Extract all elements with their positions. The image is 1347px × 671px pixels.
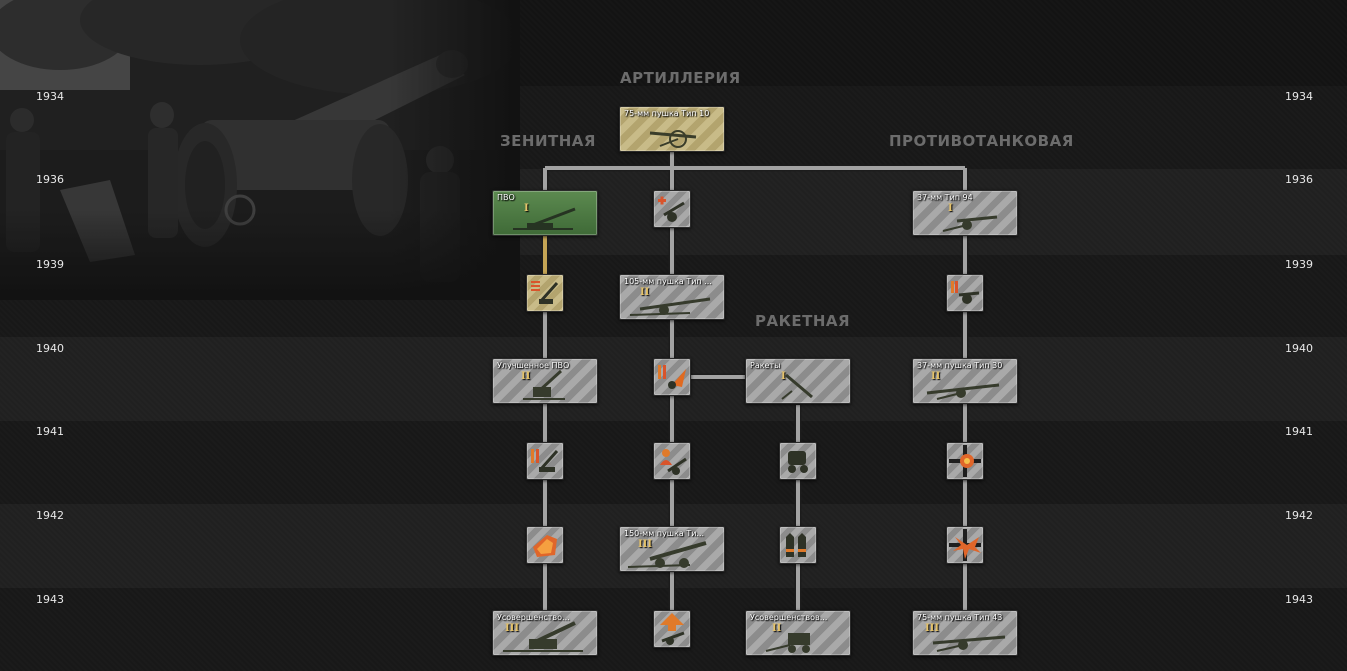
tech-level: III	[925, 623, 940, 634]
tech-name: ПВО	[497, 193, 515, 202]
tech-105mm[interactable]: 105-мм пушка Тип ... II	[619, 274, 725, 320]
year-label: 1936	[36, 173, 64, 186]
year-label: 1942	[36, 509, 64, 522]
upgrade-at-impact-1942[interactable]	[946, 526, 984, 564]
rocket-launcher-icon	[765, 633, 810, 653]
tech-level: II	[931, 371, 941, 382]
howitzer-icon	[627, 541, 707, 568]
upgrade-at-ammo-1939[interactable]	[946, 274, 984, 312]
tech-level: II	[772, 623, 782, 634]
year-label: 1939	[36, 258, 64, 271]
tech-improved-pvo[interactable]: Улучшенное ПВО II	[492, 358, 598, 404]
upgrade-art-ammo-1940[interactable]	[653, 358, 691, 396]
year-label: 1943	[36, 593, 64, 606]
year-label: 1940	[36, 342, 64, 355]
category-antitank: ПРОТИВОТАНКОВАЯ	[889, 132, 1074, 150]
tech-level: I	[948, 203, 953, 214]
tech-level: I	[781, 371, 786, 382]
tech-75mm-type10[interactable]: 75-мм пушка Тип 10	[619, 106, 725, 152]
tech-name: Усовершенство...	[497, 613, 570, 622]
tech-name: 105-мм пушка Тип ...	[624, 277, 712, 286]
tech-name: Усовершенствов...	[750, 613, 828, 622]
upgrade-aa-fire-1942[interactable]	[526, 526, 564, 564]
aa-gun-icon	[523, 369, 565, 400]
year-label: 1941	[1285, 425, 1313, 438]
year-label: 1939	[1285, 258, 1313, 271]
upgrade-art-crew-1941[interactable]	[653, 442, 691, 480]
tech-75mm-type43[interactable]: 75-мм пушка Тип 43 III	[912, 610, 1018, 656]
tech-level: II	[640, 287, 650, 298]
tech-level: I	[524, 203, 529, 214]
upgrade-at-shell-1941[interactable]	[946, 442, 984, 480]
year-label: 1934	[36, 90, 64, 103]
ammo-aa-gun-icon	[531, 281, 559, 304]
plus-gun-icon	[658, 196, 685, 222]
tech-name: 37-мм Тип 94	[917, 193, 973, 202]
tech-rockets[interactable]: Ракеты I	[745, 358, 851, 404]
tech-name: Улучшенное ПВО	[497, 361, 570, 370]
crew-gun-icon	[660, 449, 687, 475]
tech-150mm[interactable]: 150-мм пушка Ти... III	[619, 526, 725, 572]
ammo-at-gun-icon	[951, 281, 980, 304]
rocket-launcher-icon	[781, 373, 813, 400]
tech-name: 37-мм пушка Тип 30	[917, 361, 1003, 370]
at-gun-icon	[942, 215, 998, 232]
aa-gun-icon	[513, 207, 576, 230]
tech-level: III	[505, 623, 520, 634]
category-rocket: РАКЕТНАЯ	[755, 312, 851, 330]
upgrade-aa-ammo-1941[interactable]	[526, 442, 564, 480]
tech-37mm-type30[interactable]: 37-мм пушка Тип 30 II	[912, 358, 1018, 404]
tech-37mm-type94[interactable]: 37-мм Тип 94 I	[912, 190, 1018, 236]
tech-level: III	[638, 539, 653, 550]
field-gun-icon	[649, 130, 697, 148]
tech-advanced-pvo[interactable]: Усовершенство... III	[492, 610, 598, 656]
year-label: 1936	[1285, 173, 1313, 186]
tech-name: 75-мм пушка Тип 10	[624, 109, 710, 118]
year-label: 1934	[1285, 90, 1313, 103]
at-gun-icon	[926, 383, 1000, 400]
upgrade-art-1943[interactable]	[653, 610, 691, 648]
tech-name: 75-мм пушка Тип 43	[917, 613, 1003, 622]
upgrade-arrow-icon	[660, 613, 685, 645]
upgrade-art-plus[interactable]	[653, 190, 691, 228]
year-label: 1941	[36, 425, 64, 438]
ammo-aa-gun-icon	[531, 449, 559, 472]
impact-icon	[949, 529, 981, 561]
tech-name: 150-мм пушка Ти...	[624, 529, 705, 538]
rocket-shells-icon	[786, 533, 806, 557]
armor-piercing-icon	[949, 445, 981, 477]
category-antiair: ЗЕНИТНАЯ	[500, 132, 596, 150]
year-label: 1940	[1285, 342, 1313, 355]
tech-level: II	[521, 371, 531, 382]
ammo-fire-gun-icon	[658, 365, 686, 389]
upgrade-rocket-launcher-1941[interactable]	[779, 442, 817, 480]
rocket-launcher-icon	[788, 451, 808, 473]
tech-pvo[interactable]: ПВО I	[492, 190, 598, 236]
fire-burst-icon	[533, 535, 557, 557]
category-artillery: АРТИЛЛЕРИЯ	[620, 69, 741, 87]
at-gun-icon	[932, 635, 1006, 652]
aa-gun-icon	[503, 621, 583, 652]
year-label: 1942	[1285, 509, 1313, 522]
upgrade-rocket-shells-1942[interactable]	[779, 526, 817, 564]
tech-name: Ракеты	[750, 361, 781, 370]
year-label: 1943	[1285, 593, 1313, 606]
upgrade-aa-ammo-1939[interactable]	[526, 274, 564, 312]
tech-advanced-rockets[interactable]: Усовершенствов... II	[745, 610, 851, 656]
howitzer-icon	[629, 297, 711, 316]
